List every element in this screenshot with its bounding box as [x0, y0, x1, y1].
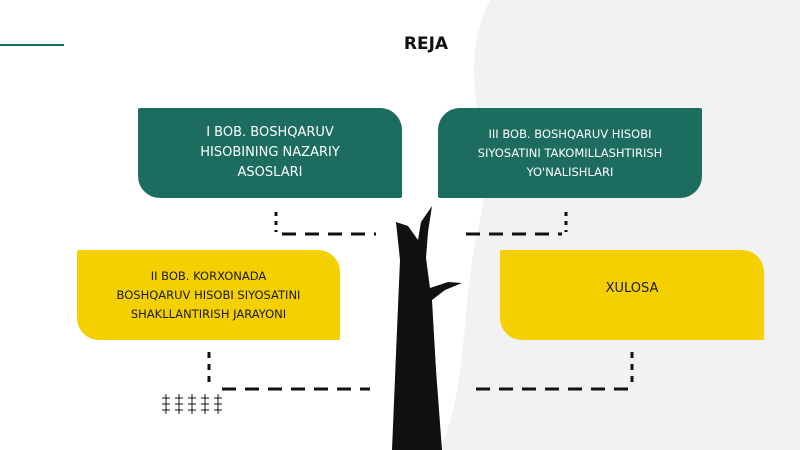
- section-label: I BOB. BOSHQARUV HISOBINING NAZARIY ASOS…: [200, 125, 340, 180]
- section-label: III BOB. BOSHQARUV HISOBI SIYOSATINI TAK…: [477, 126, 663, 179]
- grass-icon: [162, 393, 223, 415]
- section-box-conclusion: XULOSA: [500, 250, 764, 340]
- section-box-3: III BOB. BOSHQARUV HISOBI SIYOSATINI TAK…: [438, 108, 702, 198]
- section-label: XULOSA: [605, 280, 659, 296]
- tree-trunk-icon: [392, 206, 462, 450]
- slide-title: REJA: [403, 34, 449, 54]
- section-label: II BOB. KORXONADA BOSHQARUV HISOBI SIYOS…: [116, 268, 301, 321]
- dashed-connector-line: [207, 212, 634, 391]
- accent-line: [0, 44, 64, 46]
- section-box-1: I BOB. BOSHQARUV HISOBINING NAZARIY ASOS…: [138, 108, 402, 198]
- section-box-2: II BOB. KORXONADA BOSHQARUV HISOBI SIYOS…: [77, 250, 340, 340]
